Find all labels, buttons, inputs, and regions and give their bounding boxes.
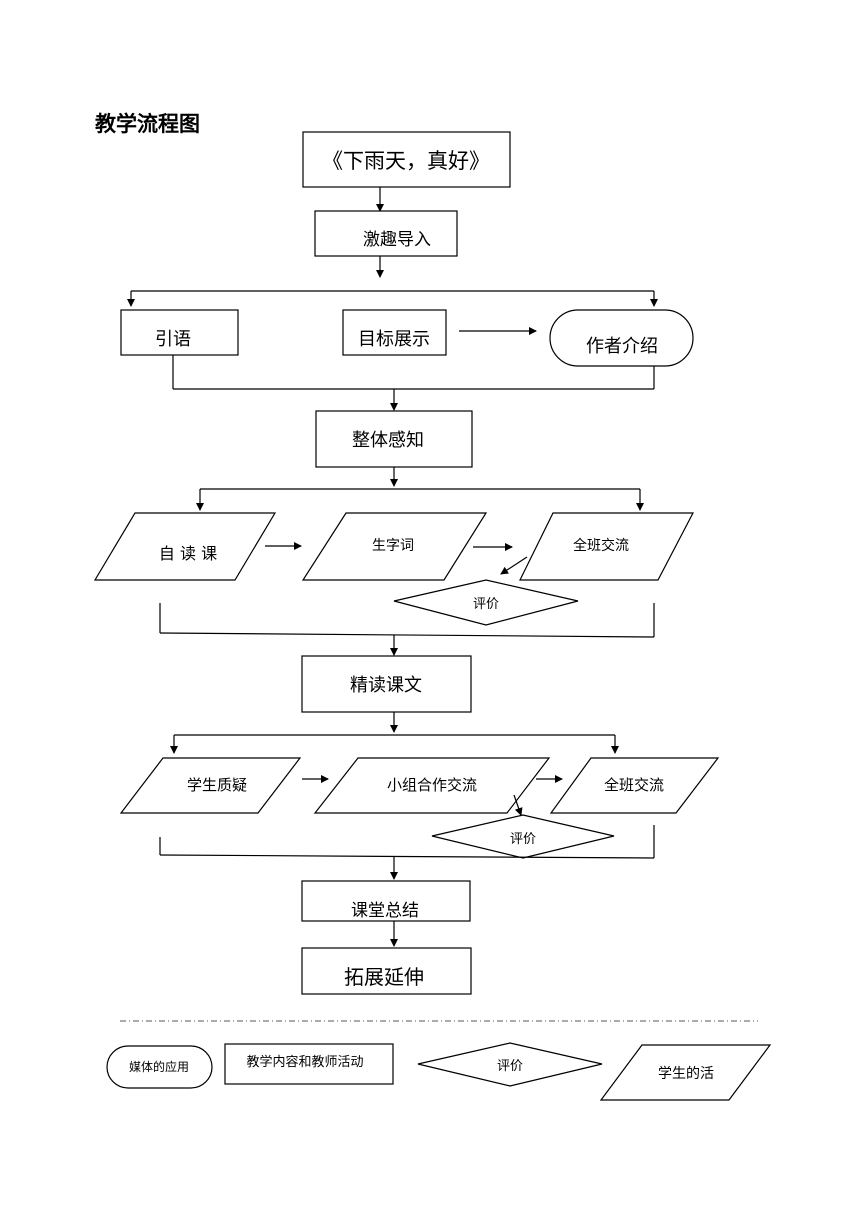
close-read-box: [301, 655, 472, 713]
legend-student-label: 学生的活: [658, 1066, 714, 1082]
class-share-2-shape: [549, 757, 720, 814]
legend-student-shape: [599, 1044, 772, 1101]
page-title: 教学流程图: [95, 112, 200, 136]
intro-label: 激趣导入: [363, 230, 431, 250]
goals-box: [342, 309, 447, 356]
lesson-title-label: 《下雨天，真好》: [322, 149, 490, 173]
eval-1-shape: [393, 579, 579, 626]
overall-label: 整体感知: [352, 430, 424, 451]
summary-box: [301, 880, 471, 922]
lesson-title-box: [302, 131, 511, 188]
goals-label: 目标展示: [358, 329, 430, 350]
arrow-share-to-eval-1: [500, 556, 528, 575]
self-read-label: 自 读 课: [159, 544, 217, 563]
legend-teaching-shape: [224, 1043, 394, 1085]
extension-box: [301, 947, 472, 995]
merge-line-2: [159, 632, 655, 638]
summary-label: 课堂总结: [351, 901, 419, 921]
close-read-label: 精读课文: [350, 675, 422, 696]
legend-media-label: 媒体的应用: [129, 1059, 189, 1074]
new-words-label: 生字词: [372, 538, 414, 554]
author-box: [549, 309, 694, 367]
class-share-1-label: 全班交流: [573, 537, 629, 554]
merge-line-3: [159, 854, 655, 859]
class-share-1-shape: [519, 512, 694, 581]
legend-media-shape: [106, 1045, 213, 1089]
eval-2-label: 评价: [510, 832, 536, 847]
new-words-shape: [301, 512, 488, 581]
extension-label: 拓展延伸: [344, 965, 424, 989]
group-share-label: 小组合作交流: [387, 776, 477, 794]
questions-label: 学生质疑: [187, 776, 247, 794]
intro-box: [314, 210, 458, 257]
arrow-group-to-eval-2: [513, 794, 523, 816]
quote-box: [120, 309, 239, 356]
quote-label: 引语: [155, 329, 191, 350]
legend-teaching-label: 教学内容和教师活动: [246, 1054, 363, 1070]
author-label: 作者介绍: [586, 336, 658, 357]
questions-shape: [119, 757, 302, 814]
group-share-shape: [313, 757, 551, 814]
class-share-2-label: 全班交流: [604, 776, 664, 794]
legend-evaluation-label: 评价: [497, 1059, 523, 1074]
self-read-shape: [93, 512, 277, 581]
legend-evaluation-shape: [417, 1042, 603, 1087]
eval-2-shape: [431, 814, 615, 859]
eval-1-label: 评价: [473, 597, 499, 612]
overall-box: [315, 410, 473, 468]
